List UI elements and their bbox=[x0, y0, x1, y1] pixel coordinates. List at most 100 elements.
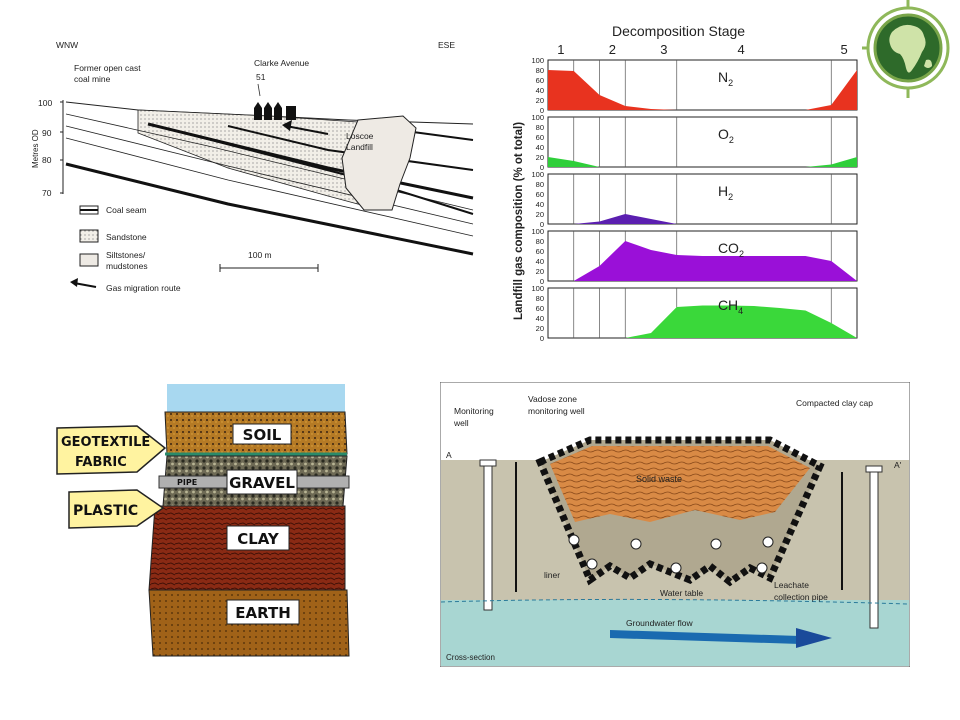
chart-ylabel: Landfill gas composition (% ot total) bbox=[513, 122, 525, 320]
clay-cap-label: Compacted clay cap bbox=[796, 398, 873, 408]
vadose-label-2: monitoring well bbox=[528, 406, 585, 416]
legend-sandstone: Sandstone bbox=[106, 232, 147, 242]
stage-label-2: 2 bbox=[609, 42, 616, 57]
globe-logo-icon bbox=[862, 0, 950, 98]
y-tick-100: 100 bbox=[531, 170, 544, 179]
y-tick-40: 40 bbox=[536, 257, 544, 266]
y-tick-100: 100 bbox=[38, 98, 52, 108]
y-tick-60: 60 bbox=[536, 76, 544, 85]
earth-label: EARTH bbox=[235, 604, 291, 622]
series-area-CH4 bbox=[548, 305, 857, 338]
geology-section: WNW ESE Former open cast coal mine Clark… bbox=[28, 38, 478, 300]
fabric-label: FABRIC bbox=[75, 455, 127, 470]
legend-siltstones: Siltstones/ bbox=[106, 250, 146, 260]
y-tick-0: 0 bbox=[540, 163, 544, 172]
y-tick-80: 80 bbox=[42, 155, 52, 165]
series-area-O2 bbox=[548, 157, 857, 167]
y-tick-20: 20 bbox=[536, 324, 544, 333]
leachate-pipes bbox=[568, 534, 774, 574]
series-area-CO2 bbox=[548, 241, 857, 281]
y-tick-100: 100 bbox=[531, 56, 544, 65]
y-tick-60: 60 bbox=[536, 133, 544, 142]
clay-label: CLAY bbox=[237, 530, 280, 548]
y-tick-40: 40 bbox=[536, 86, 544, 95]
y-tick-0: 0 bbox=[540, 277, 544, 286]
loscoe-label-2: Landfill bbox=[346, 142, 373, 152]
legend-coal: Coal seam bbox=[106, 205, 147, 215]
series-area-H2 bbox=[548, 214, 857, 224]
stage-label-4: 4 bbox=[738, 42, 745, 57]
y-tick-20: 20 bbox=[536, 96, 544, 105]
gas-migration-arrow-icon bbox=[282, 120, 329, 135]
water-table-label: Water table bbox=[660, 588, 703, 598]
stage-label-1: 1 bbox=[557, 42, 564, 57]
y-tick-20: 20 bbox=[536, 267, 544, 276]
y-axis-label: Metres OD bbox=[31, 129, 40, 168]
pipe-label: PIPE bbox=[177, 478, 197, 487]
former-mine-label-2: coal mine bbox=[74, 74, 111, 84]
y-tick-20: 20 bbox=[536, 153, 544, 162]
globe-logo bbox=[862, 0, 960, 98]
soil-layers-diagram: SOIL PIPE GRAVEL CLAY EARTH GEOTEXTILE F… bbox=[55, 382, 355, 662]
gas-label-CO2: CO2 bbox=[718, 240, 744, 259]
y-tick-40: 40 bbox=[536, 143, 544, 152]
gas-composition-chart: Decomposition Stage 1 2 3 4 5 Landfill gas c… bbox=[500, 16, 865, 358]
houses-icon bbox=[254, 102, 296, 120]
liner-label: liner bbox=[544, 570, 560, 580]
groundwater-label: Groundwater flow bbox=[626, 618, 693, 628]
y-tick-90: 90 bbox=[42, 128, 52, 138]
cross-section-label: Cross-section bbox=[446, 653, 495, 662]
y-tick-100: 100 bbox=[531, 284, 544, 293]
y-tick-70: 70 bbox=[42, 188, 52, 198]
y-tick-0: 0 bbox=[540, 334, 544, 343]
y-tick-40: 40 bbox=[536, 200, 544, 209]
leachate-label-2: collection pipe bbox=[774, 592, 828, 602]
loscoe-label: Loscoe bbox=[346, 131, 374, 141]
y-tick-40: 40 bbox=[536, 314, 544, 323]
ese-label: ESE bbox=[438, 40, 455, 50]
y-tick-80: 80 bbox=[536, 123, 544, 132]
plastic-label: PLASTIC bbox=[73, 503, 138, 519]
y-tick-60: 60 bbox=[536, 304, 544, 313]
panel-frame bbox=[547, 173, 858, 225]
solid-waste-label: Solid waste bbox=[636, 474, 682, 484]
y-tick-80: 80 bbox=[536, 237, 544, 246]
landfill-cross-section: Solid waste Monitoring well Vadose zone … bbox=[439, 381, 911, 668]
y-tick-80: 80 bbox=[536, 180, 544, 189]
y-tick-60: 60 bbox=[536, 247, 544, 256]
y-tick-80: 80 bbox=[536, 294, 544, 303]
y-tick-0: 0 bbox=[540, 106, 544, 115]
y-tick-80: 80 bbox=[536, 66, 544, 75]
clarke-num: 51 bbox=[256, 72, 266, 82]
a-prime-label: A' bbox=[894, 460, 902, 470]
y-tick-100: 100 bbox=[531, 227, 544, 236]
monitoring-label: Monitoring bbox=[454, 406, 494, 416]
y-tick-0: 0 bbox=[540, 220, 544, 229]
y-tick-60: 60 bbox=[536, 190, 544, 199]
y-tick-100: 100 bbox=[531, 113, 544, 122]
a-label: A bbox=[446, 450, 452, 460]
legend-gas-route: Gas migration route bbox=[106, 283, 181, 293]
clarke-label: Clarke Avenue bbox=[254, 58, 309, 68]
legend-mudstones: mudstones bbox=[106, 261, 148, 271]
panel-frame bbox=[547, 116, 858, 168]
vadose-label: Vadose zone bbox=[528, 394, 577, 404]
scale-label: 100 m bbox=[248, 250, 272, 260]
gas-label-CH4: CH4 bbox=[718, 297, 743, 316]
y-tick-20: 20 bbox=[536, 210, 544, 219]
wnw-label: WNW bbox=[56, 40, 78, 50]
geotextile-label: GEOTEXTILE bbox=[61, 435, 150, 450]
chart-title: Decomposition Stage bbox=[612, 23, 745, 39]
soil-label: SOIL bbox=[243, 426, 282, 444]
stage-label-3: 3 bbox=[660, 42, 667, 57]
stage-label-5: 5 bbox=[841, 42, 848, 57]
former-mine-label: Former open cast bbox=[74, 63, 141, 73]
gravel-label: GRAVEL bbox=[229, 474, 295, 492]
well-label: well bbox=[453, 418, 469, 428]
leachate-label: Leachate bbox=[774, 580, 809, 590]
